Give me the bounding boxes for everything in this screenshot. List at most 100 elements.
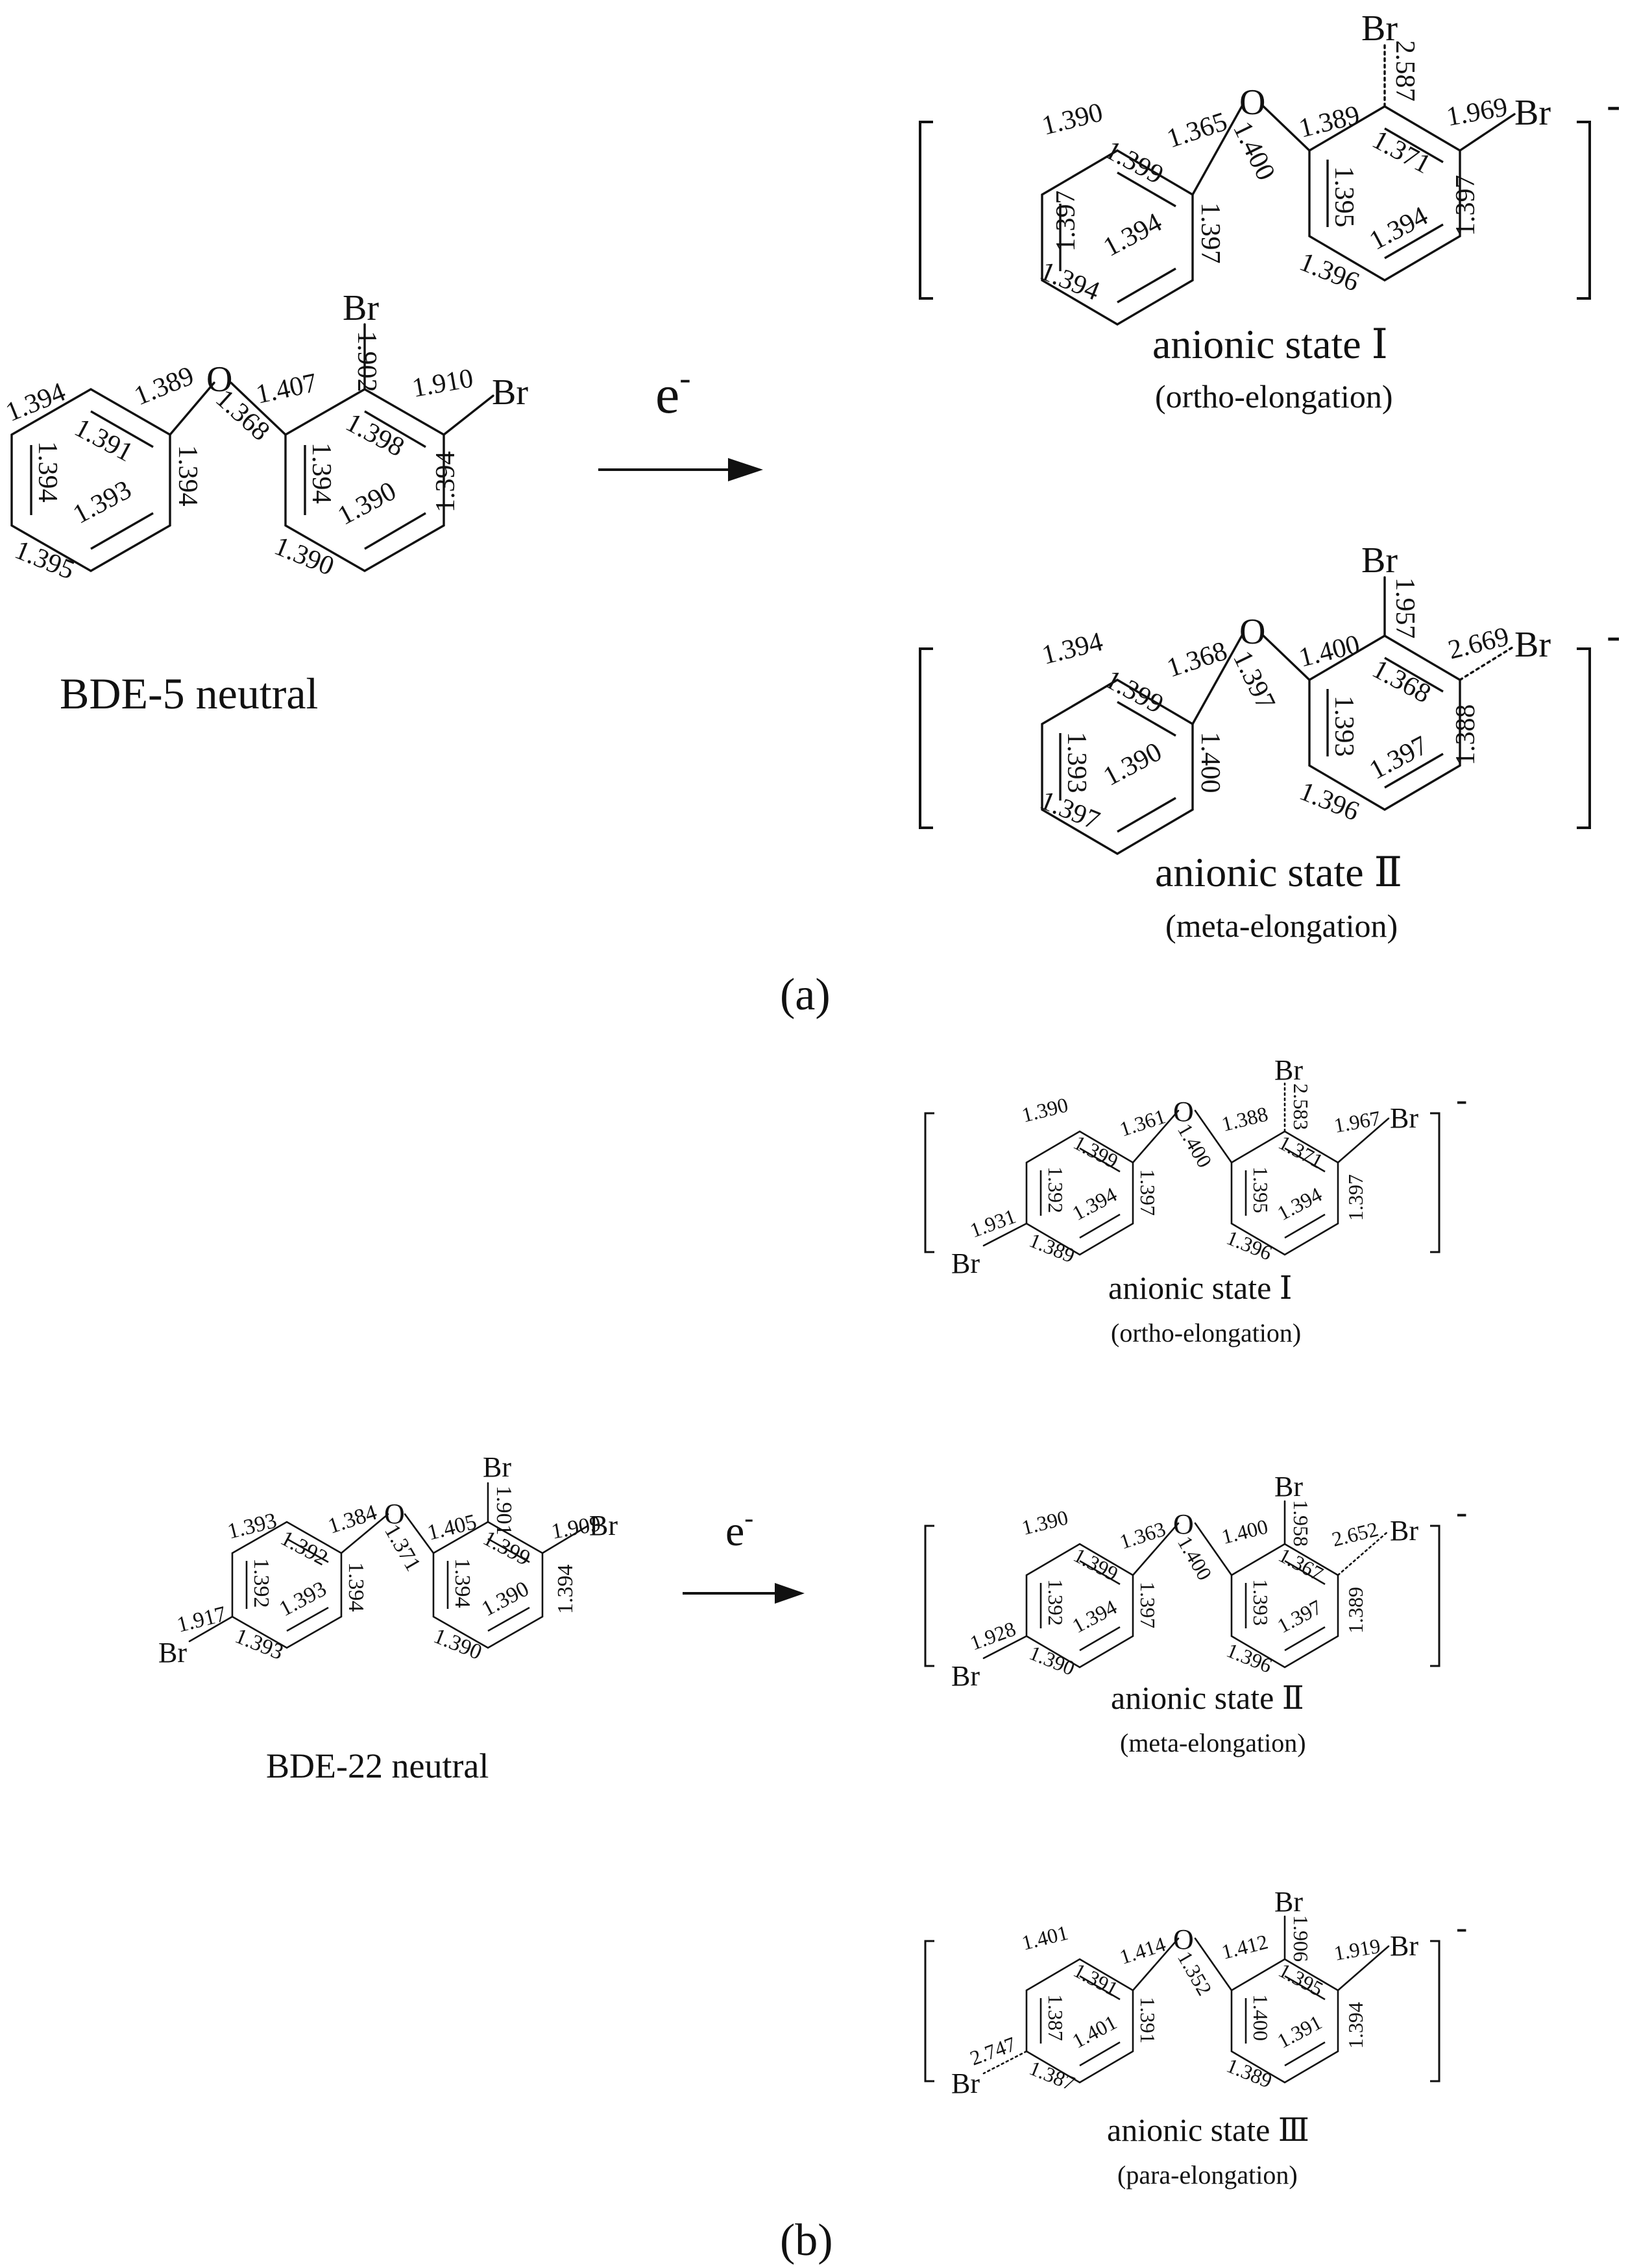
bde5-bromine-meta: Br: [492, 372, 528, 413]
bond-length: 1.397: [1451, 175, 1481, 237]
bond-length: 2.583: [1289, 1083, 1313, 1130]
bromine-para: Br: [951, 1248, 980, 1279]
bond-length: 1.901: [492, 1486, 516, 1536]
bond-length: 1.396: [1295, 777, 1363, 827]
bond-length: 1.361: [1117, 1104, 1169, 1140]
anion-charge: -: [1456, 1081, 1467, 1118]
bond-length: 1.399: [1070, 1543, 1122, 1586]
bromine-meta: Br: [1390, 1102, 1418, 1134]
bond-length: 1.368: [1367, 654, 1435, 709]
bond-length: 1.394: [32, 441, 62, 503]
bond-length: 1.394: [1365, 201, 1433, 256]
bde22-anion2-molecule: - O Br Br Br 1.390 1.363 1.399 1.392 1.3…: [924, 1471, 1467, 1757]
oxygen: O: [384, 1498, 405, 1530]
bond-length: 2.652: [1330, 1517, 1381, 1550]
bond-length: 1.393: [1249, 1579, 1272, 1626]
bond-length: 1.371: [380, 1521, 425, 1576]
bromine-ortho: Br: [1274, 1054, 1303, 1086]
bond-length: 1.393: [225, 1508, 279, 1543]
bond-length: 1.395: [10, 535, 79, 586]
bond-length: 1.394: [450, 1558, 474, 1608]
bond-length: 1.407: [254, 368, 320, 410]
bond-length: 1.394: [1099, 208, 1167, 263]
bond-length: 1.397: [1195, 202, 1225, 264]
bde22-anion1-molecule: - O Br Br Br 1.390 1.361 1.399 1.392 1.3…: [924, 1054, 1467, 1347]
bromine-ortho: Br: [1361, 540, 1398, 581]
bond-length: 1.902: [352, 331, 382, 392]
bond-length: 1.384: [325, 1501, 380, 1539]
bond-length: 1.389: [1026, 1228, 1078, 1267]
panel-label-b: (b): [780, 2215, 833, 2265]
bond-length: 2.587: [1390, 40, 1420, 102]
bond-length: 1.396: [1223, 1638, 1275, 1677]
bond-length: 1.387: [1044, 1994, 1067, 2041]
bond-length: 1.397: [1227, 646, 1281, 714]
oxygen: O: [1239, 612, 1265, 652]
anion-charge: -: [1456, 1494, 1467, 1531]
left-bracket: [924, 1525, 934, 1667]
bromine-meta: Br: [1390, 1515, 1418, 1547]
bond-length: 1.390: [1019, 1092, 1071, 1126]
bond-length: 1.387: [1026, 2056, 1078, 2095]
anion3-caption: anionic state Ⅲ: [1107, 2112, 1309, 2148]
reaction-arrow-b: e-: [683, 1504, 805, 1604]
bond-length: 1.391: [1070, 1958, 1122, 2001]
bond-length: 1.400: [1249, 1994, 1272, 2041]
bond-length: 1.400: [1173, 1120, 1217, 1172]
oxygen: O: [1173, 1924, 1194, 1955]
reaction-arrow-a: e-: [598, 360, 763, 481]
left-bracket: [919, 647, 933, 829]
left-bracket: [924, 1112, 934, 1253]
bond-length: 1.394: [431, 452, 461, 513]
bond-length: 1.389: [130, 361, 199, 411]
left-bracket: [924, 1940, 934, 2082]
bde5-neutral-caption: BDE-5 neutral: [60, 669, 318, 718]
bond-length: 1.390: [333, 476, 401, 531]
right-bracket: [1430, 1525, 1440, 1667]
anion1-caption: anionic state Ⅰ: [1108, 1270, 1293, 1306]
bond-length: 1.400: [1219, 1514, 1270, 1548]
oxygen: O: [1173, 1508, 1194, 1540]
bromine-para: Br: [158, 1637, 187, 1669]
bond-length: 2.669: [1445, 621, 1512, 665]
bond-length: 1.390: [270, 531, 338, 582]
bde5-bromine-ortho: Br: [343, 288, 379, 328]
bromine-ortho: Br: [1274, 1886, 1303, 1918]
bromine-ortho: Br: [1361, 8, 1398, 49]
bond-length: 1.393: [232, 1624, 287, 1665]
bond-length: 1.395: [1329, 166, 1359, 228]
bond-length: 1.367: [1275, 1543, 1327, 1586]
bond-length: 1.405: [425, 1510, 479, 1545]
bond-length: 1.397: [1051, 191, 1081, 252]
anion1-subcaption: (ortho-elongation): [1111, 1318, 1301, 1347]
bond-length: 1.390: [1019, 1505, 1071, 1539]
bond-length: 1.397: [1344, 1174, 1367, 1221]
panel-label-a: (a): [780, 970, 831, 1020]
arrowhead-a: [728, 458, 763, 481]
bromine-ortho: Br: [483, 1451, 511, 1483]
bond-length: 1.392: [1044, 1579, 1067, 1626]
bde22-neutral-molecule: O Br Br Br 1.393 1.384 1.392 1.392 1.394…: [158, 1451, 618, 1785]
bond-length: 1.919: [1332, 1934, 1382, 1965]
oxygen: O: [1173, 1096, 1194, 1128]
bromine-meta: Br: [1514, 625, 1551, 665]
bond-length: 1.414: [1117, 1932, 1169, 1968]
bromine-ortho: Br: [1274, 1471, 1303, 1502]
right-bracket: [1577, 121, 1591, 300]
bromine-meta: Br: [1514, 93, 1551, 133]
bond-length: 1.397: [1136, 1582, 1160, 1628]
bond-length: 1.394: [1039, 627, 1106, 670]
bond-length: 1.396: [1223, 1225, 1275, 1264]
bond-length: 1.389: [1223, 2053, 1275, 2092]
bond-length: 1.390: [1039, 97, 1106, 141]
anion3-subcaption: (para-elongation): [1117, 2160, 1298, 2190]
bond-length: 1.389: [1344, 1587, 1367, 1634]
bromine-meta: Br: [1390, 1930, 1418, 1962]
bond-length: 1.391: [69, 413, 138, 468]
bond-length: 1.399: [1070, 1130, 1122, 1173]
anion2-subcaption: (meta-elongation): [1165, 908, 1398, 944]
bond-length: 1.397: [1365, 730, 1433, 786]
bond-length: 1.390: [1026, 1641, 1078, 1680]
left-bracket: [919, 121, 933, 300]
